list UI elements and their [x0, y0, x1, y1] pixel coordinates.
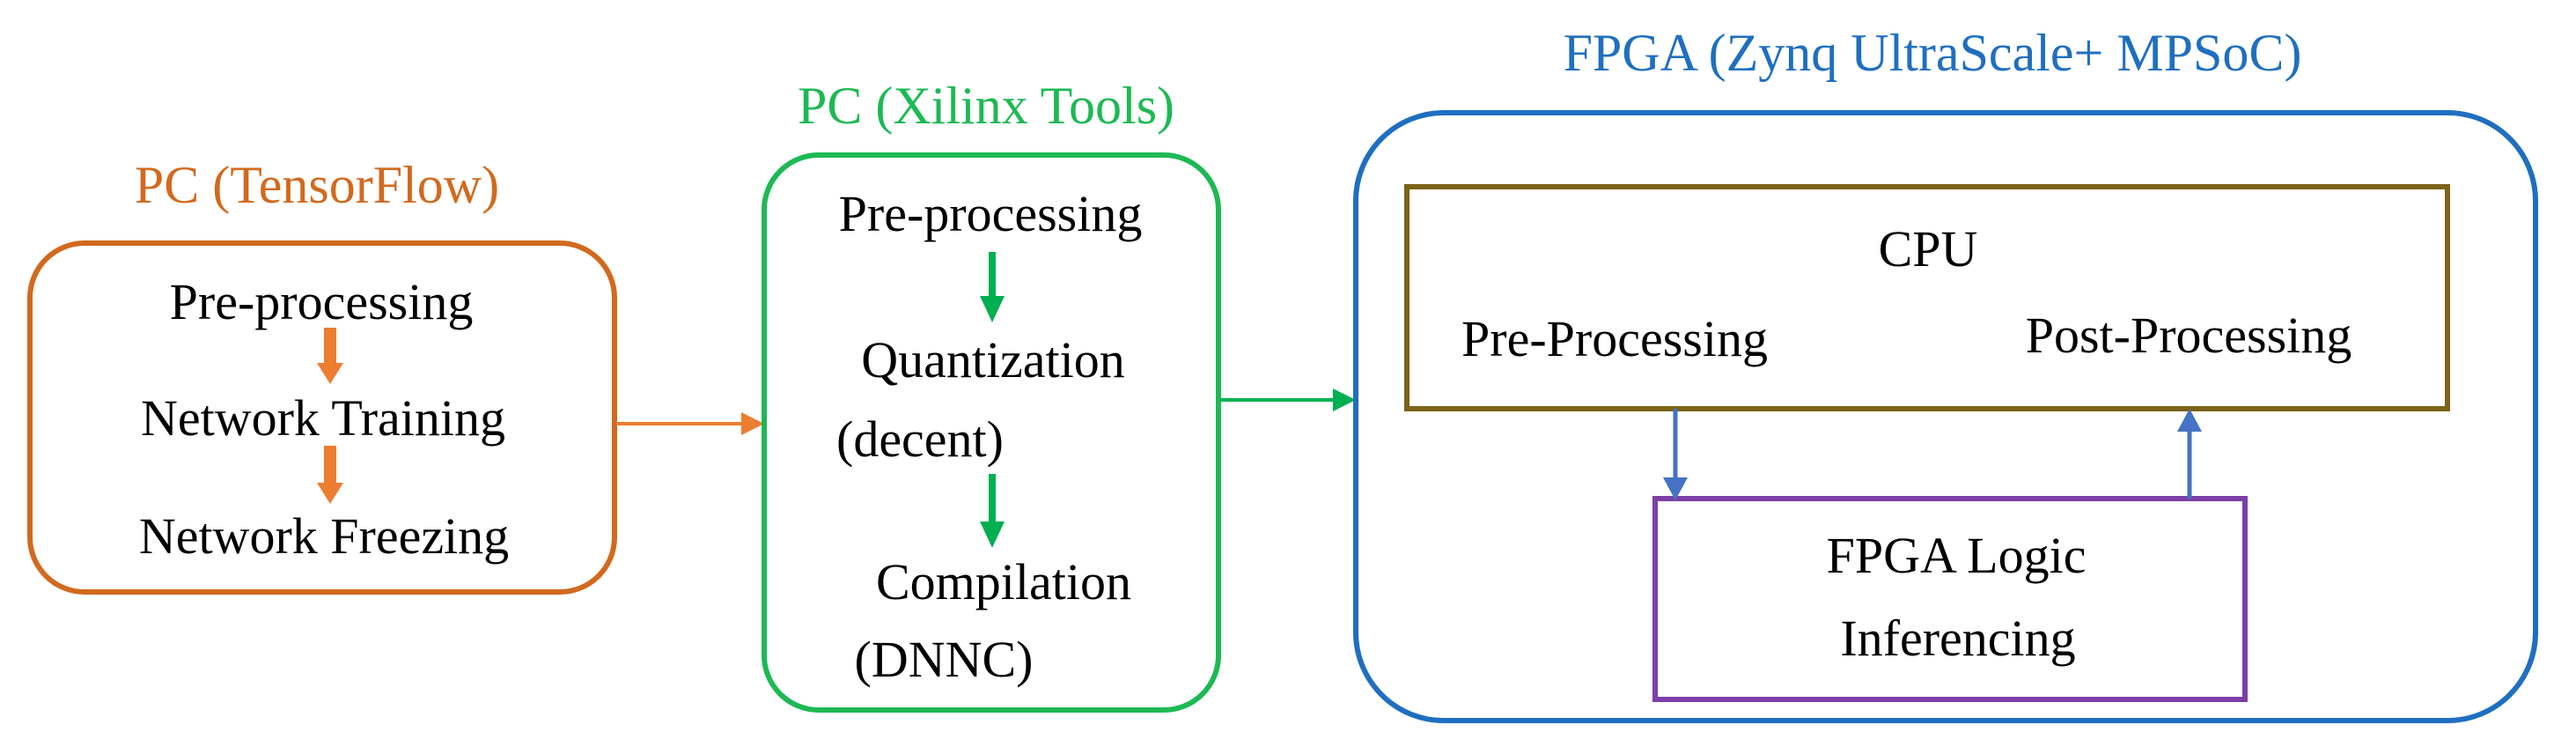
arrowhead-xilinx-to-fpga [1333, 388, 1356, 411]
arrowhead-cpu-to-logic [1663, 477, 1688, 500]
xilinx-step-quantization-sub: (decent) [836, 410, 1004, 468]
tensorflow-step-training: Network Training [141, 389, 505, 447]
tensorflow-title: PC (TensorFlow) [135, 156, 499, 214]
tensorflow-step-freezing: Network Freezing [139, 507, 509, 565]
xilinx-step-compilation-sub: (DNNC) [855, 631, 1034, 688]
xilinx-arrowhead-2 [980, 521, 1005, 548]
fpga-logic-inferencing: Inferencing [1840, 610, 2075, 667]
xilinx-title: PC (Xilinx Tools) [798, 77, 1174, 135]
xilinx-arrowhead-1 [980, 296, 1005, 322]
fpga-logic-box [1652, 496, 2248, 702]
fpga-logic-label: FPGA Logic [1827, 527, 2087, 584]
xilinx-step-compilation: Compilation [876, 553, 1131, 610]
cpu-post-processing: Post-Processing [2026, 307, 2352, 364]
tensorflow-step-preprocessing: Pre-processing [170, 273, 474, 330]
cpu-box [1404, 184, 2450, 411]
fpga-title: FPGA (Zynq UltraScale+ MPSoC) [1564, 24, 2302, 82]
cpu-title: CPU [1879, 220, 1978, 277]
cpu-pre-processing: Pre-Processing [1461, 310, 1768, 367]
tensorflow-arrowhead-2 [317, 483, 343, 504]
fpga-box [1353, 110, 2538, 723]
arrowhead-tensorflow-to-xilinx [741, 412, 764, 435]
xilinx-box [762, 152, 1221, 713]
tensorflow-box [27, 240, 617, 595]
xilinx-step-preprocessing: Pre-processing [839, 185, 1143, 242]
xilinx-step-quantization: Quantization [861, 331, 1125, 388]
arrowhead-logic-to-cpu [2177, 409, 2202, 432]
tensorflow-arrowhead-1 [317, 363, 343, 384]
